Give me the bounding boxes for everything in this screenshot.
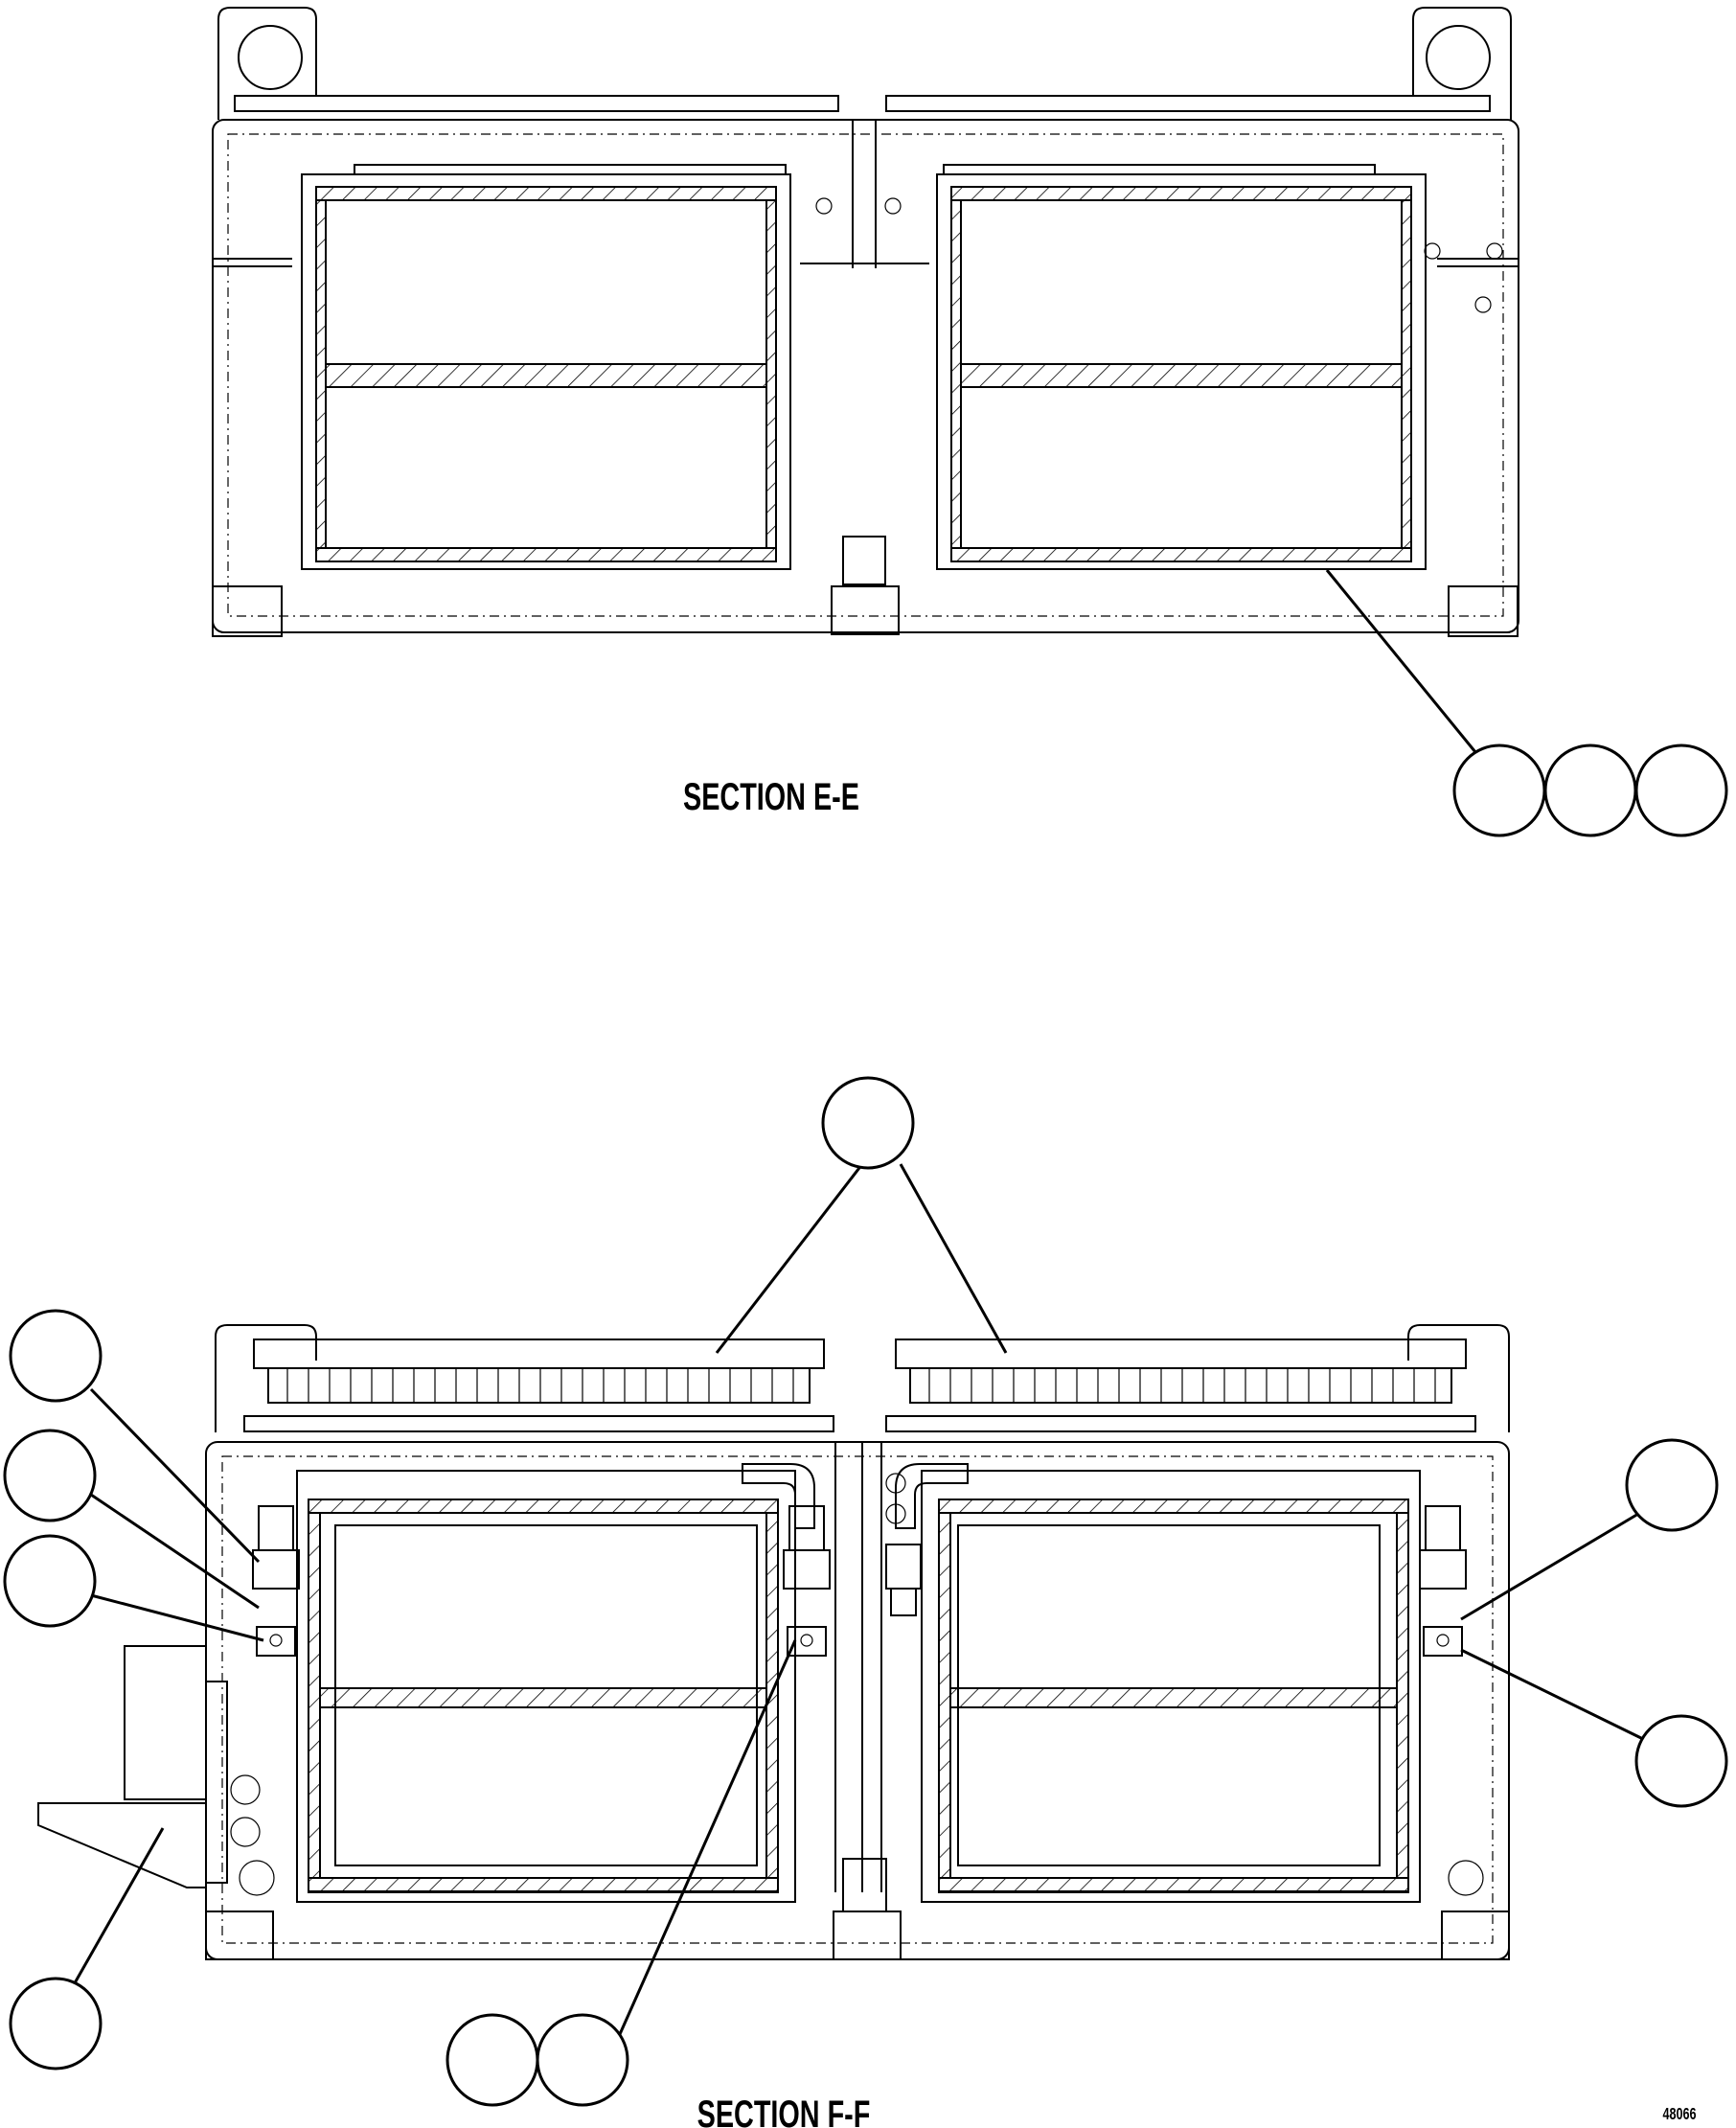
foot-left-e [212,585,283,637]
item-balloon [9,1309,103,1403]
side-box [124,1645,207,1800]
leader-line-e [1325,569,1477,753]
foot-right-e [1448,585,1519,637]
leader-line-f [715,1163,864,1354]
lifting-lug-right [1412,7,1512,120]
lifting-lug-left [217,7,317,120]
fan-grille-left [243,1339,834,1432]
drawing-number: 48066 [1663,2105,1697,2124]
frame-centerline [227,133,1504,617]
radiator-left-e [301,164,791,570]
isolator-mount [885,1544,922,1616]
isolator-mount [783,1505,831,1657]
leader-line-f [70,1827,165,1989]
radiator-right-e [936,164,1427,570]
isolator-mount [252,1505,300,1657]
item-balloon [445,2013,539,2107]
side-bracket [37,1802,207,1888]
item-balloon [1634,744,1728,837]
hose-elbow-right [895,1463,969,1529]
isolator-mount [1419,1505,1467,1657]
leader-line-f [90,1493,260,1610]
item-balloon [1625,1438,1719,1532]
radiator-left-f [296,1470,796,1903]
radiator-right-f [921,1470,1421,1903]
item-balloon [1452,744,1546,837]
item-balloon [9,1977,103,2071]
section-caption-e: SECTION E-E [683,775,859,818]
hose-elbow-left [742,1463,815,1529]
section-f-f-view: SECTION F-F [3,1076,1728,2128]
section-caption-f: SECTION F-F [697,2093,871,2128]
leader-line-f [606,1639,797,2061]
leader-line-f [89,1387,261,1564]
top-rail-left [234,95,839,112]
item-balloon [821,1076,915,1170]
fan-grille-right [885,1339,1476,1432]
leader-line-f [90,1593,264,1642]
leader-line-f [1460,1512,1639,1621]
leader-line-f [899,1163,1008,1354]
item-balloon [3,1429,97,1522]
foot-center-e [831,585,900,635]
center-divider [800,120,929,268]
top-rail-right [885,95,1491,112]
item-balloon [3,1534,97,1628]
frame-outer [212,119,1519,633]
item-balloon [1634,1714,1728,1808]
leader-line-f [1460,1648,1644,1741]
item-balloon [1543,744,1637,837]
item-balloon [536,2013,629,2107]
section-e-e-view: SECTION E-E [212,7,1728,837]
